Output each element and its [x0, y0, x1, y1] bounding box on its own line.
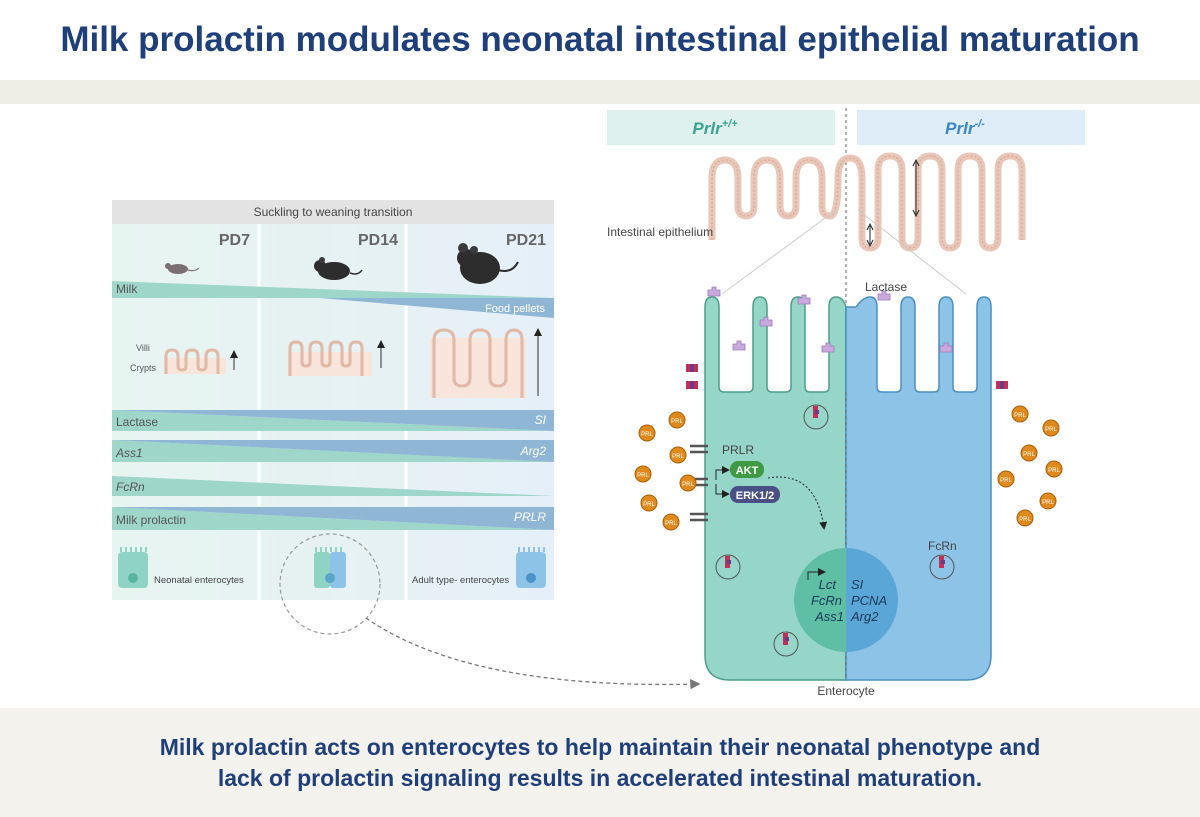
villi-pd21 [430, 328, 542, 398]
membrane-receptors [686, 364, 1008, 389]
vesicles [715, 404, 955, 657]
nucleus-right [846, 548, 898, 652]
svg-text:PRL: PRL [641, 432, 653, 438]
fcrn-label: FcRn [928, 539, 957, 553]
prl-molecule: PRL [669, 446, 687, 464]
prl-molecule: PRL [668, 411, 686, 429]
akt-label: AKT [736, 465, 759, 477]
svg-text:PRL: PRL [643, 502, 655, 508]
prlr-row-label: PRLR [514, 510, 546, 524]
prl-molecules: PRL PRL PRL PRL PRL PRL PRL PRL PRL PRL … [634, 405, 1063, 531]
nucleus-gene-pcna: PCNA [851, 593, 887, 608]
genotype-panel: Prlr+/+ Prlr-/- Intestinal epithelium [607, 108, 1085, 698]
prl-molecule: PRL [1045, 460, 1063, 478]
svg-text:PRL: PRL [671, 419, 683, 425]
svg-text:PRL: PRL [1019, 517, 1031, 523]
page-title: Milk prolactin modulates neonatal intest… [60, 20, 1140, 59]
arg2-row-label: Arg2 [520, 444, 547, 458]
nucleus-gene-arg2: Arg2 [850, 609, 879, 624]
transitional-enterocyte-icon [314, 547, 346, 588]
prl-molecule: PRL [679, 474, 697, 492]
timeline-header: Suckling to weaning transition [254, 205, 413, 219]
prlr-label: PRLR [722, 443, 754, 457]
nucleus-gene-fcrn: FcRn [811, 593, 842, 608]
svg-text:PRL: PRL [1042, 500, 1054, 506]
enterocyte-label: Enterocyte [817, 684, 875, 698]
prl-molecule: PRL [634, 465, 652, 483]
zoom-circle [279, 533, 381, 635]
intestinal-epithelium-label: Intestinal epithelium [607, 225, 713, 239]
prl-molecule: PRL [640, 494, 658, 512]
neonatal-enterocytes-label: Neonatal enterocytes [154, 575, 244, 586]
si-row-label: SI [535, 413, 547, 427]
neonatal-enterocyte-icon [118, 547, 148, 588]
prl-molecule: PRL [1042, 419, 1060, 437]
conclusion-line-1: Milk prolactin acts on enterocytes to he… [159, 733, 1041, 760]
nucleus-left [794, 548, 846, 652]
milk-prolactin-row-label: Milk prolactin [116, 513, 186, 527]
wt-header [607, 110, 835, 145]
svg-text:PRL: PRL [637, 473, 649, 479]
svg-text:PRL: PRL [1045, 427, 1057, 433]
food-pellets-label: Food pellets [485, 303, 545, 315]
svg-text:PRL: PRL [1023, 452, 1035, 458]
villi-label: Villi [136, 343, 150, 353]
age-pd7: PD7 [219, 232, 250, 249]
vesicle-cargo [725, 406, 945, 645]
prl-molecule: PRL [638, 424, 656, 442]
villi-pd14 [288, 340, 385, 376]
mouse-medium-icon [314, 257, 363, 280]
adult-enterocytes-label: Adult type- enterocytes [412, 575, 509, 586]
ass1-row-label: Ass1 [115, 446, 143, 460]
lactase-enzymes [707, 286, 953, 353]
age-pd21: PD21 [506, 232, 546, 249]
erk-label: ERK1/2 [736, 490, 775, 502]
svg-text:PRL: PRL [665, 521, 677, 527]
lactase-row-label: Lactase [116, 415, 158, 429]
fcrn-row-label: FcRn [116, 480, 145, 494]
prl-molecule: PRL [997, 470, 1015, 488]
svg-text:PRL: PRL [672, 454, 684, 460]
nucleus-gene-lct: Lct [819, 577, 838, 592]
crypts-label: Crypts [130, 363, 157, 373]
mouse-large-icon [457, 243, 519, 284]
svg-text:PRL: PRL [682, 482, 694, 488]
conclusion-line-2: lack of prolactin signaling results in a… [217, 764, 983, 791]
prl-molecule: PRL [1011, 405, 1029, 423]
svg-text:PRL: PRL [1000, 478, 1012, 484]
age-pd14: PD14 [358, 232, 398, 249]
top-band [0, 80, 1200, 104]
prl-molecule: PRL [1020, 444, 1038, 462]
lactase-label: Lactase [865, 280, 907, 294]
adult-enterocyte-icon [516, 547, 546, 588]
intestinal-epithelium-wave [708, 152, 1026, 252]
conclusion-text: Milk prolactin acts on enterocytes to he… [160, 732, 1041, 794]
akt-badge [730, 461, 764, 478]
ko-header [857, 110, 1085, 145]
prl-molecule: PRL [662, 513, 680, 531]
milk-label: Milk [116, 282, 138, 296]
wt-genotype-label: Prlr+/+ [692, 118, 738, 138]
timeline-panel: Suckling to weaning transition PD7 PD14 … [112, 200, 554, 635]
svg-text:PRL: PRL [1048, 468, 1060, 474]
erk-badge [730, 486, 780, 503]
villi-pd7 [164, 348, 238, 374]
nucleus-gene-ass1: Ass1 [814, 609, 844, 624]
ko-genotype-label: Prlr-/- [945, 118, 985, 138]
prl-molecule: PRL [1016, 509, 1034, 527]
conclusion-band: Milk prolactin acts on enterocytes to he… [0, 708, 1200, 817]
prl-molecule: PRL [1039, 492, 1057, 510]
nucleus-gene-si: SI [851, 577, 864, 592]
zoom-arrow [365, 617, 701, 690]
mouse-small-icon [165, 263, 200, 274]
svg-text:PRL: PRL [1014, 413, 1026, 419]
